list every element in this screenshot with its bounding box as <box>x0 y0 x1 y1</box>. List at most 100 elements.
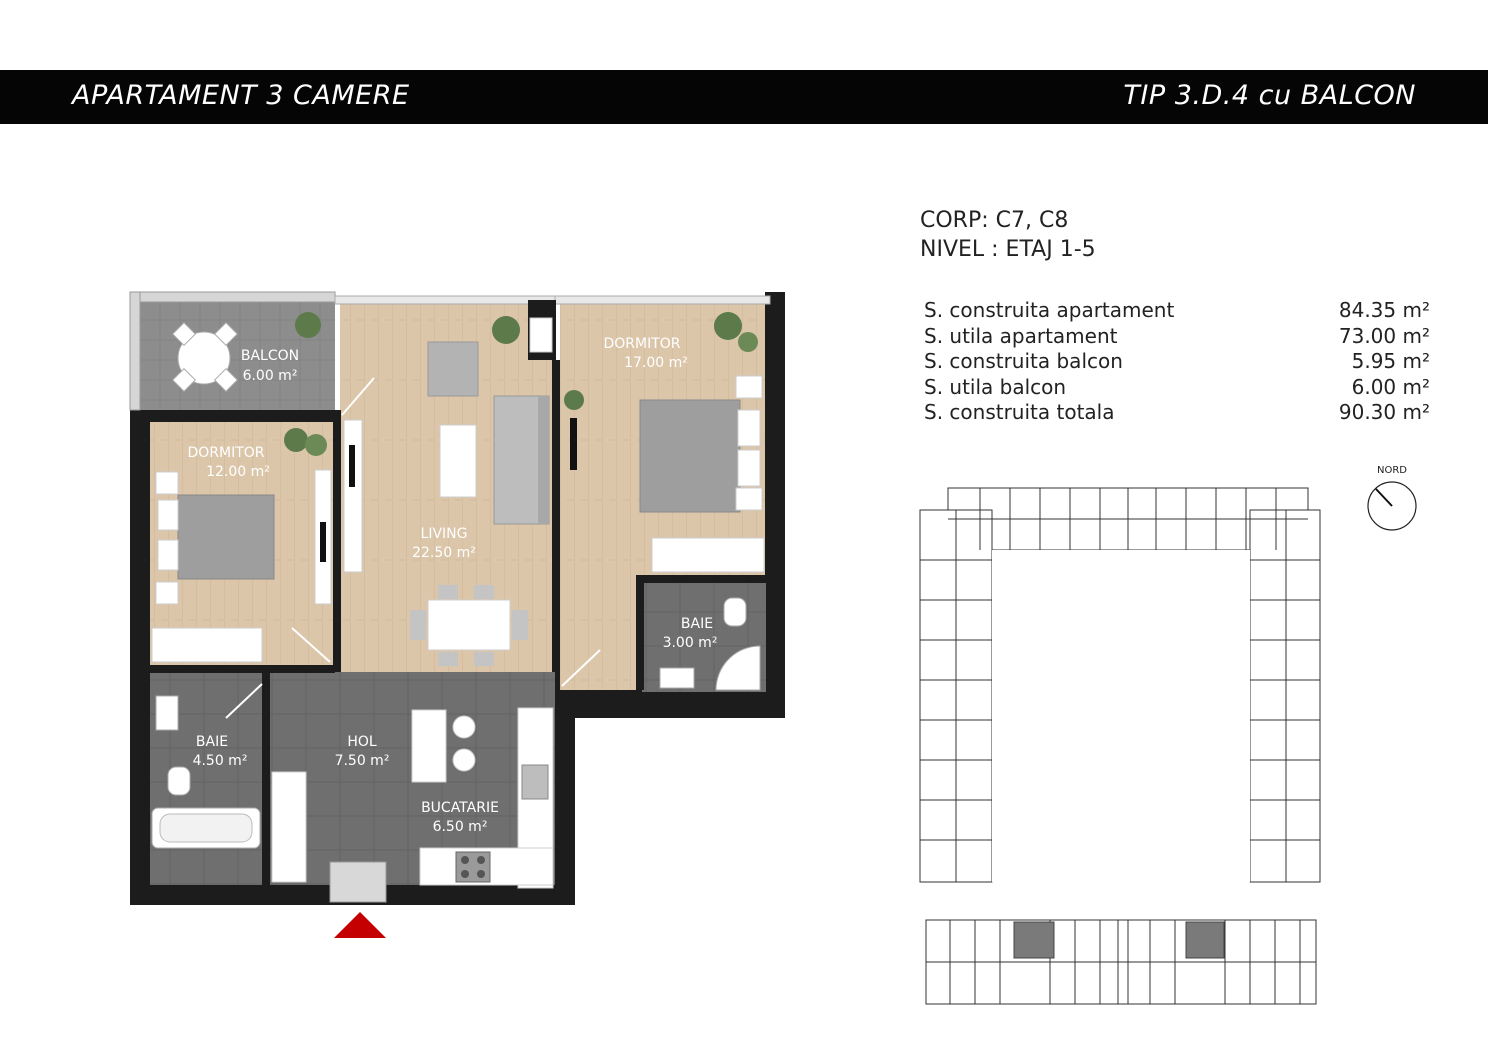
entrance-door <box>329 861 387 903</box>
room-area: 17.00 m² <box>624 355 688 371</box>
area-label: S. construita totala <box>924 400 1115 424</box>
tv <box>349 445 355 487</box>
inner-wall <box>636 575 766 583</box>
nightstand <box>155 471 179 495</box>
coffee-table <box>439 424 477 498</box>
area-label: S. utila balcon <box>924 374 1067 399</box>
shower-tray <box>715 645 761 691</box>
unit-dividers-top <box>979 488 1277 550</box>
pillow <box>737 409 761 447</box>
bar-stool <box>452 715 476 739</box>
cooktop-burner <box>477 870 485 878</box>
balcony-chair <box>213 321 239 347</box>
room-area: 22.50 m² <box>412 545 476 561</box>
room-name: BAIE <box>196 734 228 750</box>
outer-wall <box>130 410 150 905</box>
wardrobe <box>651 537 765 573</box>
dining-chair <box>512 610 528 640</box>
unit-dividers-sides <box>920 559 1320 841</box>
floor-plan: BALCON 6.00 m² DORMITOR 12.00 m² LIVING … <box>129 291 785 938</box>
room-area: 12.00 m² <box>206 464 270 480</box>
toilet <box>723 597 747 627</box>
plant-icon <box>492 316 520 344</box>
sofa-back <box>538 396 549 524</box>
nightstand <box>735 487 763 511</box>
room-area: 3.00 m² <box>663 635 718 651</box>
inner-wall <box>552 360 560 690</box>
room-name: BAIE <box>681 616 713 632</box>
courtyard <box>992 550 1250 882</box>
room-name: LIVING <box>421 526 468 542</box>
room-name: BALCON <box>241 348 299 364</box>
tv <box>570 418 577 470</box>
bathtub-inner <box>159 813 253 843</box>
room-name: HOL <box>347 734 377 750</box>
outer-wall <box>555 690 575 905</box>
apartment-code-title: TIP 3.D.4 cu BALCON <box>1123 80 1416 111</box>
plant-icon <box>564 390 584 410</box>
key-plan <box>925 919 1317 1005</box>
kitchen-sink <box>521 764 549 800</box>
compass-label: NORD <box>1377 465 1407 476</box>
sink <box>659 667 695 689</box>
room-name: BUCATARIE <box>421 800 499 816</box>
door-swing <box>291 627 331 663</box>
pillow <box>737 449 761 487</box>
inner-wall <box>333 410 341 700</box>
plant-icon <box>305 434 327 456</box>
dining-chair <box>438 585 458 599</box>
bedroom-window <box>554 295 771 305</box>
area-value: 90.30 m² <box>1338 400 1430 424</box>
room-name: DORMITOR <box>603 336 680 352</box>
entrance-arrow-icon <box>334 912 386 938</box>
area-label: S. construita apartament <box>924 298 1175 322</box>
balcony-chair <box>171 321 197 347</box>
outer-wall <box>765 292 785 718</box>
inner-wall <box>636 575 644 690</box>
building-wing-right <box>1249 509 1321 883</box>
bed <box>639 399 741 513</box>
balcony-table <box>177 331 231 385</box>
dining-chair <box>474 585 494 599</box>
corp-label: CORP: C7, C8 <box>920 208 1069 233</box>
area-value: 84.35 m² <box>1338 298 1430 322</box>
header-bar: APARTAMENT 3 CAMERE TIP 3.D.4 cu BALCON <box>0 70 1488 124</box>
cabinet <box>529 317 553 353</box>
area-label: S. construita balcon <box>924 349 1123 373</box>
dining-chair <box>438 652 458 666</box>
bed <box>177 494 275 580</box>
cooktop-burner <box>477 856 485 864</box>
room-name: DORMITOR <box>187 445 264 461</box>
room-area: 7.50 m² <box>335 753 390 769</box>
door-swing <box>225 683 263 719</box>
compass: NORD <box>1367 465 1417 531</box>
highlighted-unit <box>1185 921 1225 959</box>
dining-table <box>427 599 511 651</box>
cooktop <box>455 851 491 883</box>
tv <box>320 522 326 562</box>
bar-stool <box>452 748 476 772</box>
balcony-chair <box>171 367 197 393</box>
hall-wardrobe <box>271 771 307 883</box>
site-plan <box>919 487 1321 883</box>
outer-wall <box>555 690 785 718</box>
plant-icon <box>738 332 758 352</box>
area-value: 73.00 m² <box>1338 323 1430 348</box>
wardrobe <box>151 627 263 663</box>
highlighted-unit <box>1013 921 1055 959</box>
tv-stand <box>343 419 363 573</box>
area-row: S. construita apartament 84.35 m² <box>924 298 1430 324</box>
door-swing <box>341 377 375 416</box>
pillow <box>157 539 179 571</box>
living-window <box>334 295 561 305</box>
cooktop-burner <box>461 870 469 878</box>
area-row: S. construita totala 90.30 m² <box>924 400 1430 426</box>
nightstand <box>155 581 179 605</box>
compass-needle <box>1375 488 1393 507</box>
building-info: CORP: C7, C8 NIVEL : ETAJ 1-5 <box>920 206 1096 264</box>
nivel-label: NIVEL : ETAJ 1-5 <box>920 237 1096 262</box>
nightstand <box>735 375 763 399</box>
